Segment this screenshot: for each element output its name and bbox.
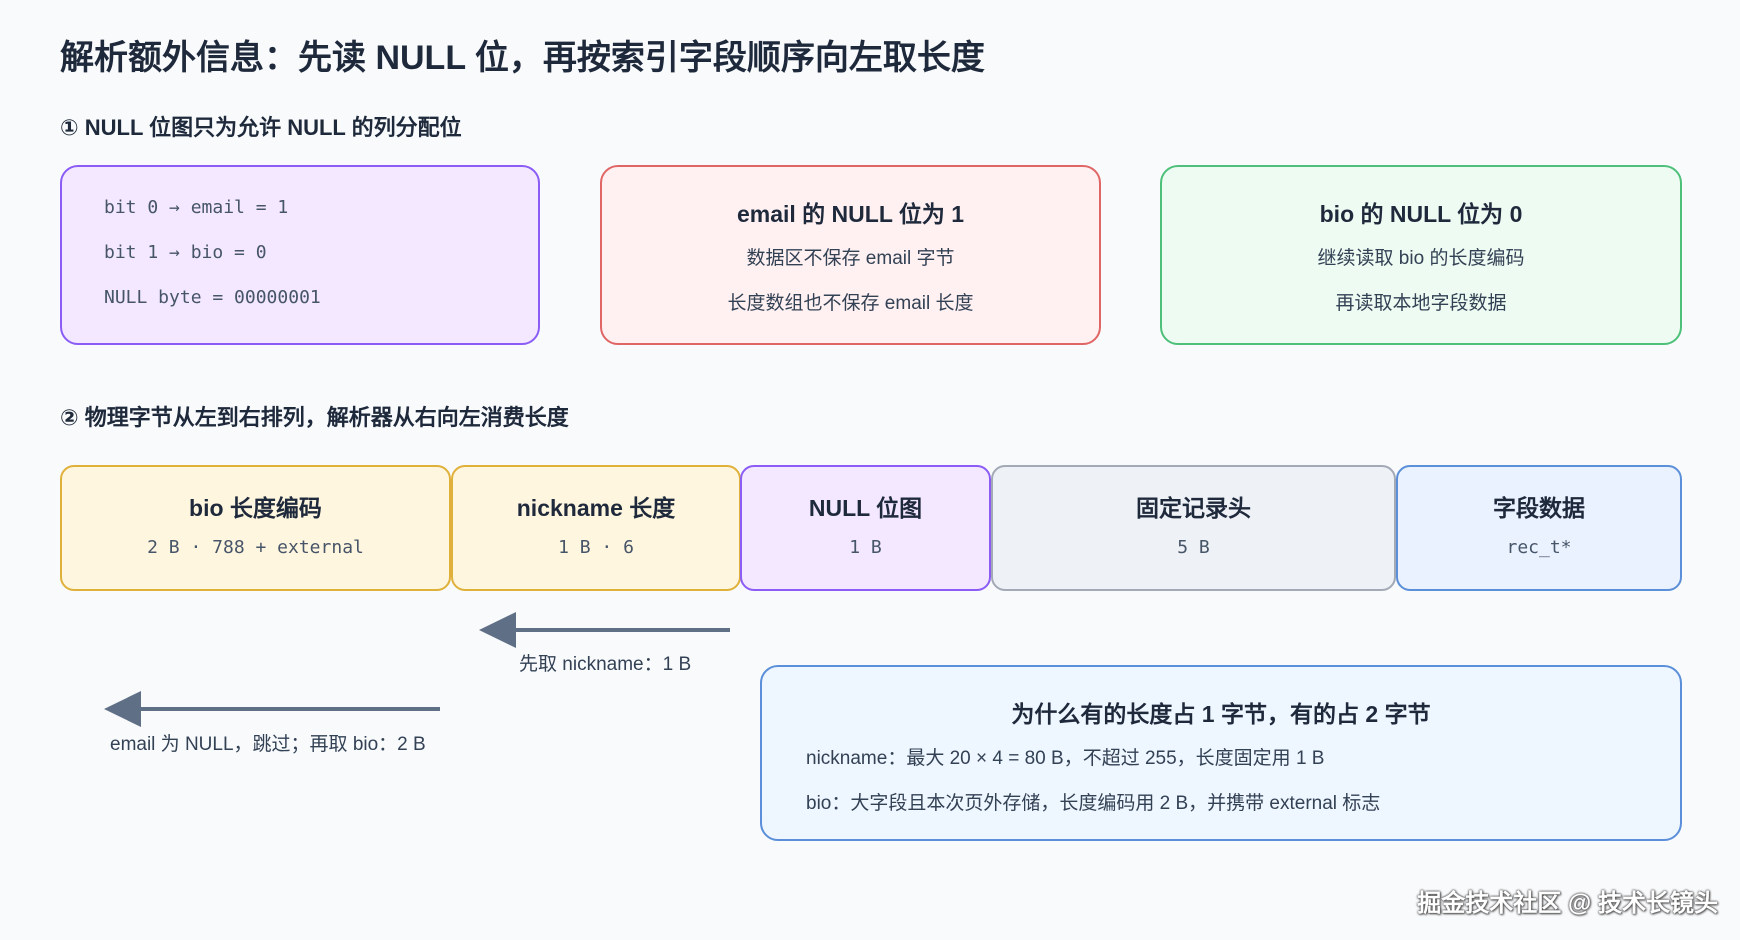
- email-box-line-2: 长度数组也不保存 email 长度: [727, 293, 974, 314]
- bitmap-line-bio: bit 1 → bio = 0: [104, 242, 267, 263]
- bio-null-box: bio 的 NULL 位为 0 继续读取 bio 的长度编码 再读取本地字段数据: [1160, 165, 1682, 345]
- arrow-bio-label: email 为 NULL，跳过；再取 bio：2 B: [110, 734, 426, 755]
- segment-name: NULL 位图: [808, 495, 923, 521]
- segment-value: rec_t*: [1506, 537, 1572, 558]
- bio-box-line-1: 继续读取 bio 的长度编码: [1317, 248, 1525, 269]
- segment-value: 5 B: [1177, 537, 1210, 558]
- page-title: 解析额外信息：先读 NULL 位，再按索引字段顺序向左取长度: [60, 39, 985, 77]
- watermark: 掘金技术社区 @ 技术长镜头: [1417, 890, 1718, 917]
- segment-value: 2 B · 788 + external: [147, 537, 364, 558]
- bitmap-line-email: bit 0 → email = 1: [104, 197, 289, 218]
- bitmap-line-null-byte: NULL byte = 00000001: [104, 287, 321, 308]
- email-box-heading: email 的 NULL 位为 1: [736, 201, 965, 227]
- bio-box-heading: bio 的 NULL 位为 0: [1319, 201, 1523, 227]
- segment-nickname-length: nickname 长度 1 B · 6: [451, 465, 741, 591]
- why-box-line-bio: bio：大字段且本次页外存储，长度编码用 2 B，并携带 external 标志: [806, 793, 1381, 814]
- why-box: 为什么有的长度占 1 字节，有的占 2 字节 nickname：最大 20 × …: [760, 665, 1682, 841]
- segment-bio-length: bio 长度编码 2 B · 788 + external: [60, 465, 451, 591]
- section-2-heading: ② 物理字节从左到右排列，解析器从右向左消费长度: [60, 405, 569, 430]
- section-1-heading: ① NULL 位图只为允许 NULL 的列分配位: [60, 115, 462, 140]
- segment-value: 1 B: [849, 537, 882, 558]
- segment-name: 字段数据: [1493, 495, 1585, 521]
- segment-field-data: 字段数据 rec_t*: [1396, 465, 1682, 591]
- arrow-nickname: [479, 612, 730, 648]
- bio-box-line-2: 再读取本地字段数据: [1335, 293, 1507, 314]
- segment-name: bio 长度编码: [189, 495, 322, 521]
- why-box-line-nickname: nickname：最大 20 × 4 = 80 B，不超过 255，长度固定用 …: [806, 748, 1325, 769]
- segment-null-bitmap: NULL 位图 1 B: [740, 465, 991, 591]
- email-box-line-1: 数据区不保存 email 字节: [746, 248, 955, 269]
- segment-name: nickname 长度: [516, 495, 676, 521]
- arrow-nickname-label: 先取 nickname：1 B: [519, 654, 692, 675]
- segment-name: 固定记录头: [1136, 495, 1251, 521]
- segment-fixed-header: 固定记录头 5 B: [991, 465, 1396, 591]
- arrow-bio: [104, 691, 440, 727]
- segment-value: 1 B · 6: [558, 537, 634, 558]
- null-bitmap-box: bit 0 → email = 1 bit 1 → bio = 0 NULL b…: [60, 165, 540, 345]
- why-box-heading: 为什么有的长度占 1 字节，有的占 2 字节: [1011, 701, 1431, 727]
- email-null-box: email 的 NULL 位为 1 数据区不保存 email 字节 长度数组也不…: [600, 165, 1101, 345]
